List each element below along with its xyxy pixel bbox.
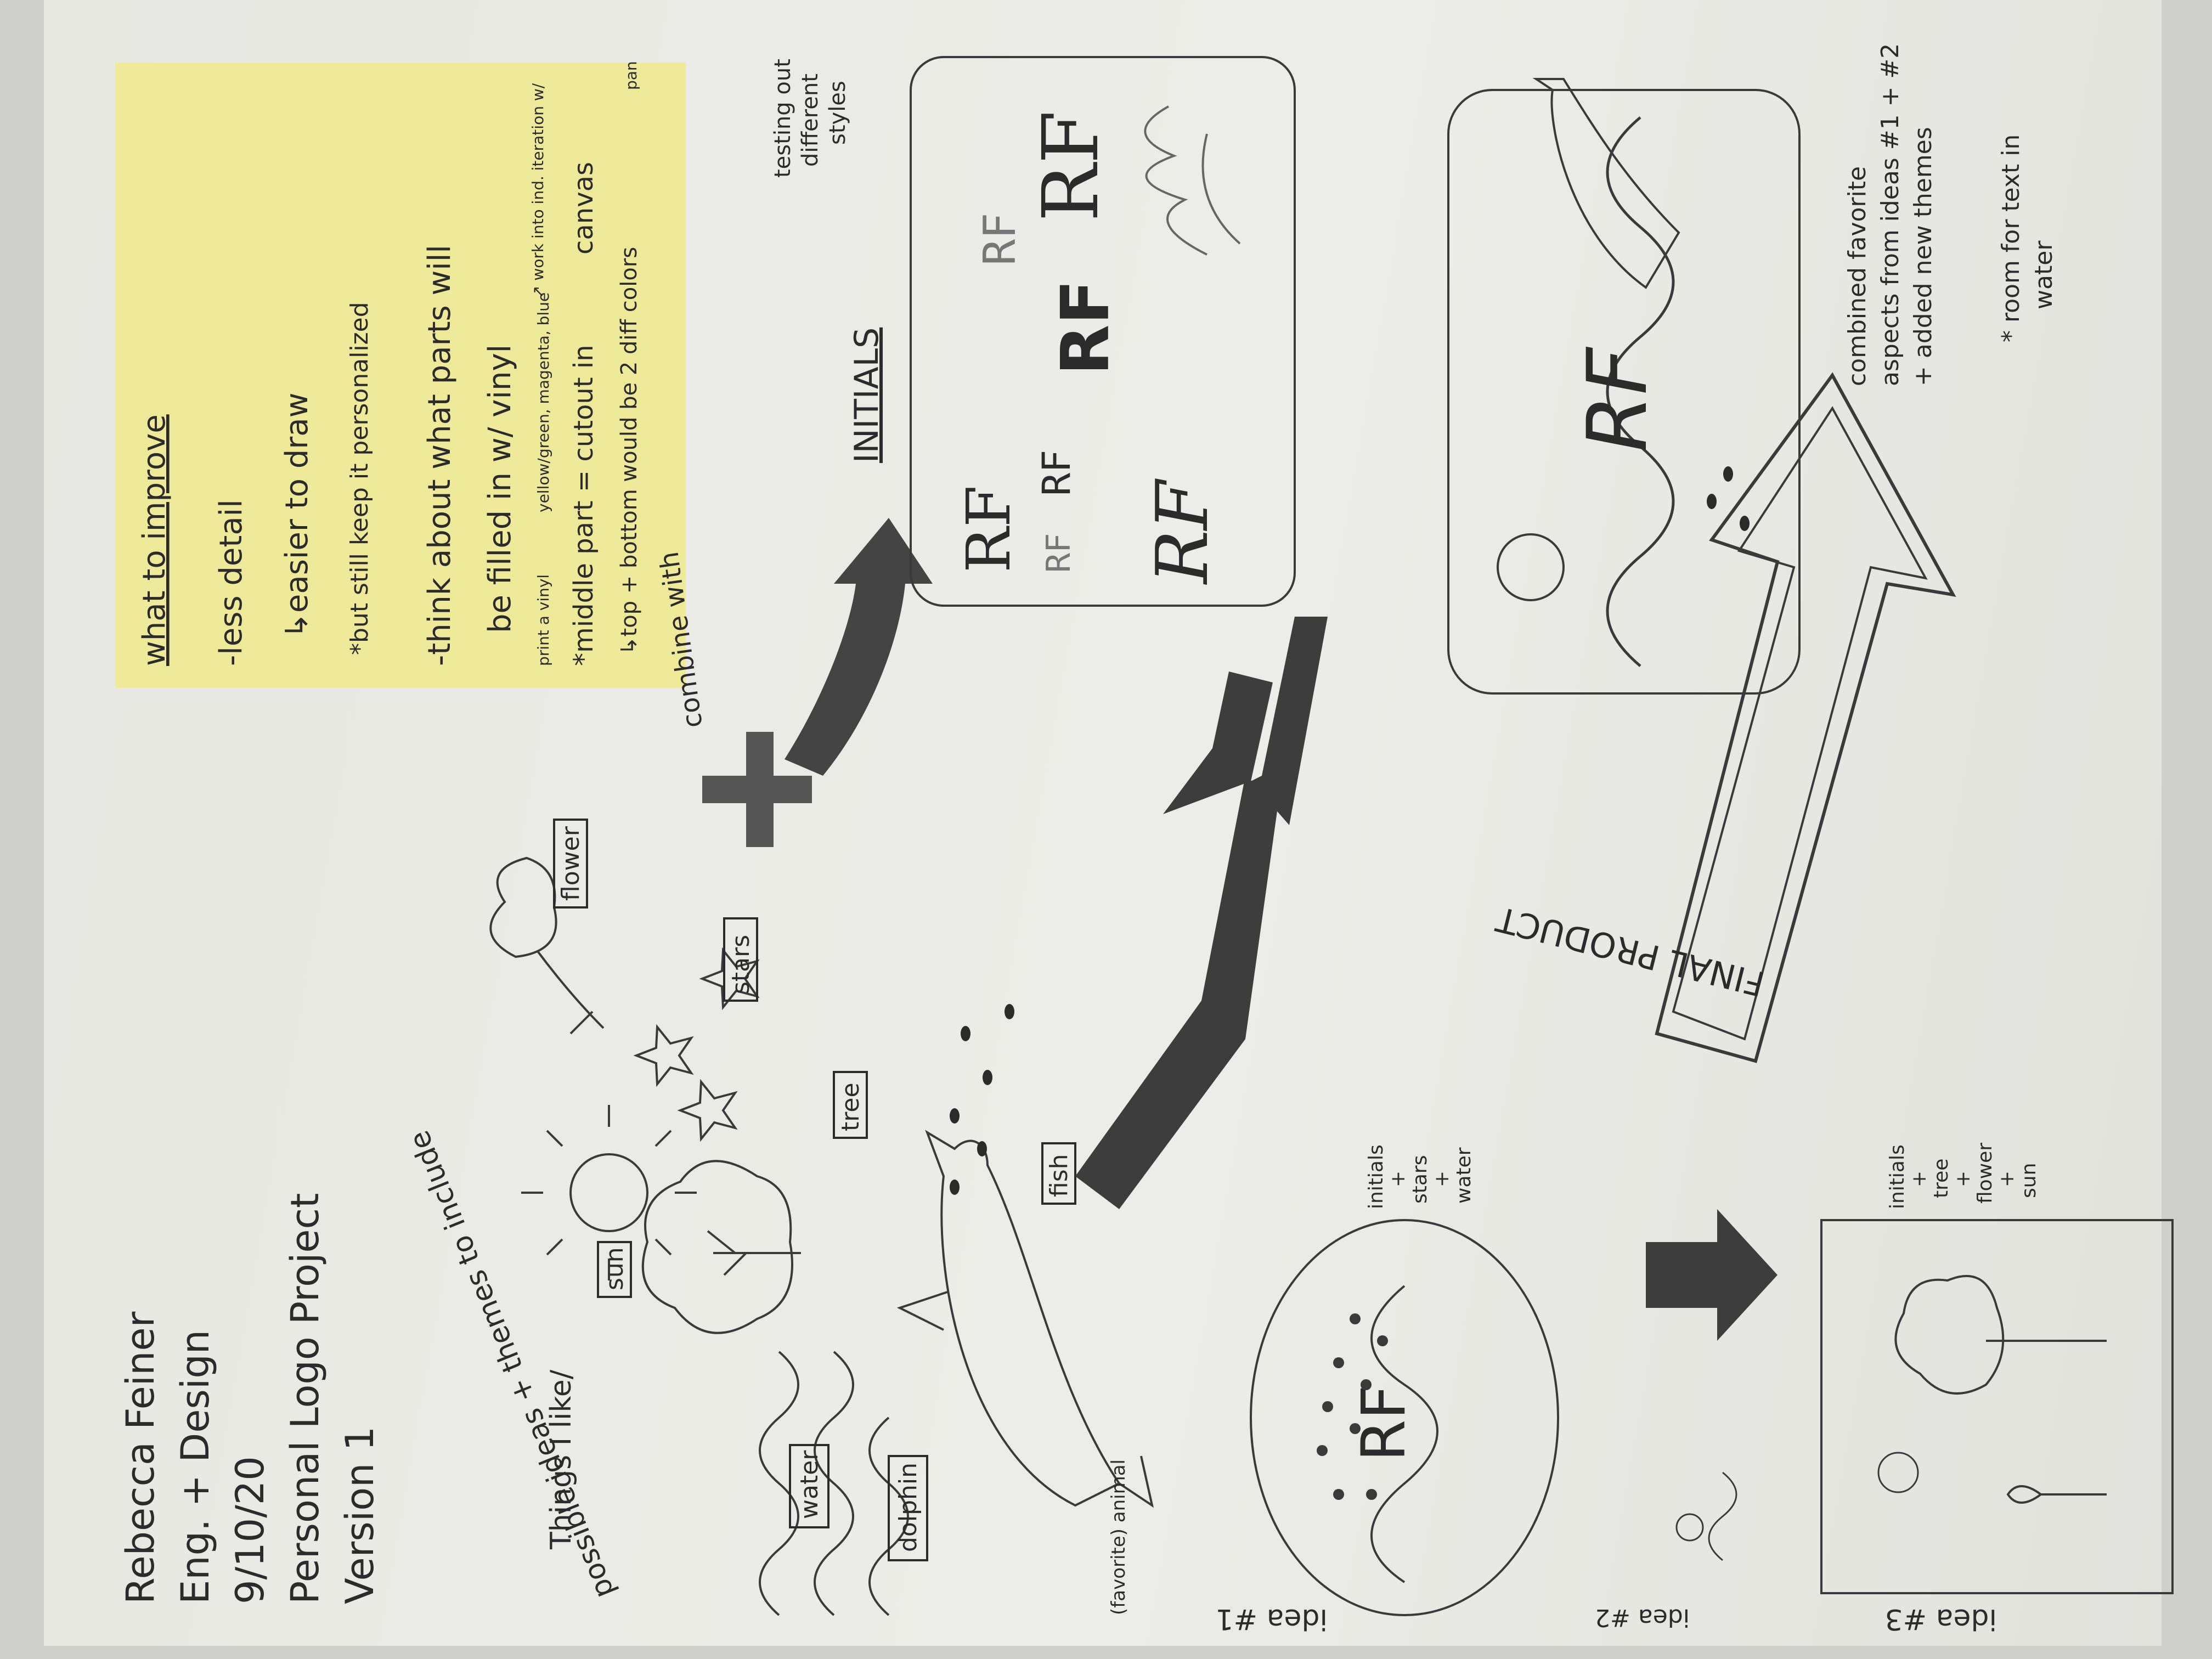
idea-1-stars-icon [1317,1313,1388,1500]
idea-1: idea #1 RF initials + stars + water [1216,1144,1559,1635]
sticky-note-canvas: canvas [568,162,599,255]
initials-sample-4: RF [1141,478,1224,585]
idea-1-note-line3: stars [1409,1155,1431,1204]
final-caption-line1: combined favorite [1843,166,1871,386]
sticky-note-line4: -think about what parts will [422,245,458,666]
sticky-note-line6: *middle part = cutout in [568,345,599,666]
sticky-note-line2: ↳easier to draw [279,393,315,639]
idea-3: idea #3 initials + tree + flower + sun [1820,1143,2174,1635]
final-logo-initials: RF [1570,346,1666,452]
water-waves-icon [759,1351,909,1616]
initials-title: INITIALS [848,328,886,463]
header-block: Rebecca Feiner Eng. + Design 9/10/20 Per… [118,1193,382,1604]
sticky-note: what to improve -less detail ↳easier to … [115,61,686,688]
idea-3-note-line3: tree [1930,1159,1953,1198]
theme-labels: water dolphin (favorite) animal sun tree… [553,819,1130,1615]
label-fish: fish [1045,1154,1073,1197]
idea-3-note-line1: initials [1886,1144,1909,1209]
idea-1-note-line2: + [1387,1171,1409,1187]
label-water: water [795,1450,823,1519]
merge-arrow-icon [1075,617,1328,1209]
label-dolphin: dolphin [894,1463,922,1552]
fish-icons [950,1004,1014,1195]
idea-1-note-line1: initials [1365,1144,1387,1209]
final-water-note-line2: water [2030,240,2058,309]
final-dolphin-icon [1532,78,1680,289]
idea-3-note-line6: + [1996,1171,2018,1187]
author-name: Rebecca Feiner [118,1311,163,1604]
final-fish-icons [1707,466,1750,531]
final-caption-line3: + added new themes [1909,127,1937,386]
final-logo: RF combined favorite aspects from ideas … [1447,43,2058,695]
project-name: Personal Logo Project [283,1193,328,1604]
version-label: Version 1 [337,1426,382,1604]
sticky-note-line7: ↳top + bottom would be 2 diff colors [617,247,642,655]
label-flower: flower [557,826,585,901]
plus-sign-icon [702,732,812,847]
idea-3-note-line4: + [1952,1171,1974,1187]
initials-sample-2: RF [1040,533,1078,573]
initials-sample-7: RF [1026,110,1116,222]
sticky-note-side-note: ↗ work into ind. iteration w/ [529,83,547,298]
sticky-note-line1: -less detail [213,499,249,666]
idea-3-label: idea #3 [1885,1602,1997,1635]
themes-heading-line2: possible ideas + themes to include [403,1126,621,1602]
arrow-to-initials-icon [785,518,933,776]
idea-1-note-line4: + [1431,1171,1453,1187]
idea-3-note-line7: sun [2018,1163,2040,1198]
sun-icon [569,1153,648,1232]
initials-caption-line3: styles [825,81,850,145]
sticky-note-line5: be filled in w/ vinyl [482,345,518,633]
arrow-down-icon [1646,1209,1778,1341]
idea-1-note-line5: water [1453,1147,1475,1204]
initials-sample-5: RF [1048,280,1124,375]
label-stars: stars [727,935,755,994]
final-product-label: FINAL PRODUCT [1492,899,1768,1004]
initials-sample-3: RF [1034,450,1079,496]
idea-1-label: idea #1 [1216,1602,1328,1635]
idea-2-label: idea #2 [1595,1604,1690,1632]
themes-heading: Things I like/ possible ideas + themes t… [403,1126,621,1602]
flower-icon [489,856,605,1035]
sticky-note-pan: pan [622,61,640,90]
idea-1-initials: RF [1348,1385,1419,1462]
signature-scribble-icon [1144,105,1241,256]
initials-sample-1: RF [953,486,1024,573]
idea-2: idea #2 [1595,1471,1737,1632]
sticky-note-colors: yellow/green, magenta, blue [534,292,552,512]
label-tree: tree [837,1082,865,1131]
final-caption-line2: aspects from ideas #1 + #2 [1876,43,1904,386]
idea-3-note-line5: flower [1974,1143,1996,1204]
label-favorite-animal: (favorite) animal [1108,1459,1130,1615]
sticky-note-title: what to improve [137,414,172,666]
stars-icons [633,947,760,1142]
initials-sample-6: RF [974,213,1025,266]
tree-icon [641,1160,801,1334]
idea-3-note-line2: + [1908,1171,1931,1187]
project-date: 9/10/20 [228,1456,273,1604]
sticky-note-line3: *but still keep it personalized [346,302,374,655]
final-product-arrow: FINAL PRODUCT [1492,372,1956,1063]
label-sun: sun [601,1247,629,1290]
initials-caption-line2: different [798,74,823,167]
final-water-note-line1: * room for text in [1997,134,2025,342]
themes-heading-line1: Things I like/ [545,1369,578,1550]
dolphin-icon [896,1130,1154,1508]
initials-caption-line1: testing out [770,59,795,178]
course-name: Eng. + Design [173,1330,218,1604]
initials-box: INITIALS testing out different styles RF… [770,56,1296,607]
themes-doodles [489,856,1154,1616]
sticky-note-print: print a vinyl [534,574,552,666]
